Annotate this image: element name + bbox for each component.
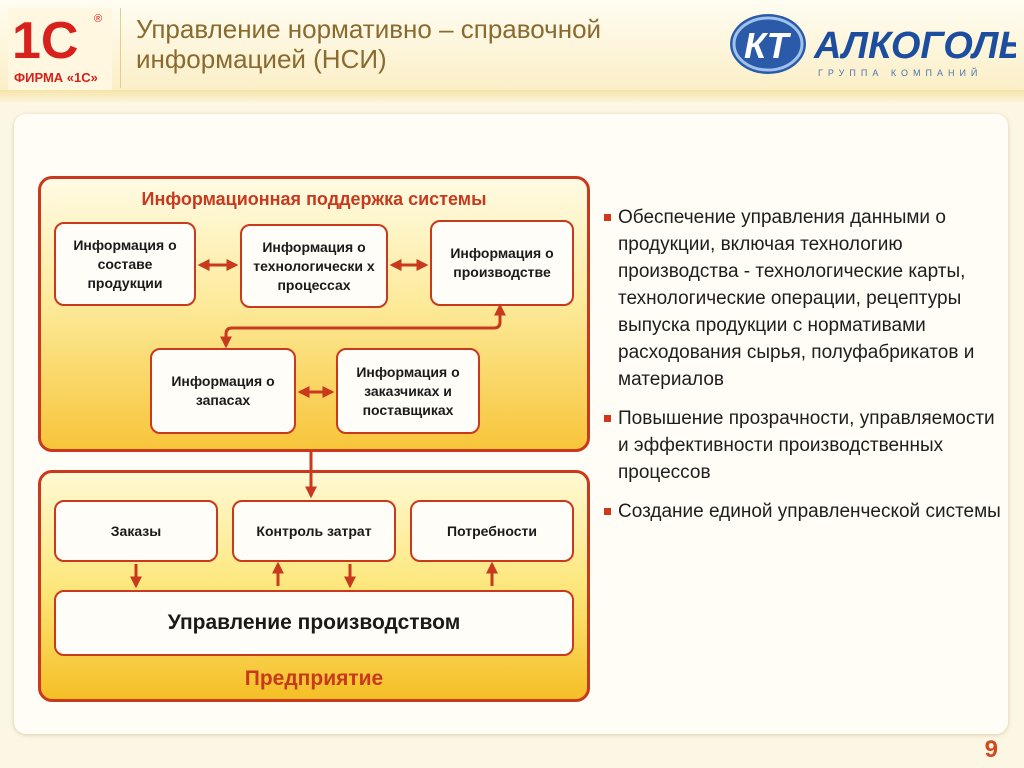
bullet-list: Обеспечение управления данными о продукц… xyxy=(602,204,1002,537)
box-product-composition: Информация о составе продукции xyxy=(54,222,196,306)
svg-text:®: ® xyxy=(94,13,102,25)
bullet-item: Повышение прозрачности, управляемости и … xyxy=(602,405,1002,486)
box-tech-processes: Информация о технологически х процессах xyxy=(240,224,388,308)
enterprise-label: Предприятие xyxy=(244,667,384,690)
svg-text:КТ: КТ xyxy=(744,25,792,66)
firma-1c-logo: 1С ® ФИРМА «1С» xyxy=(8,8,112,92)
bullet-item: Обеспечение управления данными о продукц… xyxy=(602,204,1002,393)
bullet-item: Создание единой управленческой системы xyxy=(602,498,1002,525)
header-bar: 1С ® ФИРМА «1С» Управление нормативно – … xyxy=(0,0,1024,97)
svg-text:АЛКОГОЛЬ: АЛКОГОЛЬ xyxy=(813,25,1016,67)
info-support-title: Информационная поддержка системы xyxy=(141,189,487,209)
page-title: Управление нормативно – справочной инфор… xyxy=(136,14,602,74)
header-shadow-band xyxy=(0,90,1024,104)
box-needs: Потребности xyxy=(410,500,574,562)
box-cost-control: Контроль затрат xyxy=(232,500,396,562)
page-number: 9 xyxy=(984,736,998,763)
kt-alkogol-logo: КТ АЛКОГОЛЬ ГРУППА КОМПАНИЙ xyxy=(730,14,1016,78)
svg-text:ФИРМА «1С»: ФИРМА «1С» xyxy=(14,70,98,85)
header-divider xyxy=(120,8,121,88)
box-stock-info: Информация о запасах xyxy=(150,348,296,434)
arrow-production-stock xyxy=(220,303,506,349)
svg-text:ГРУППА КОМПАНИЙ: ГРУППА КОМПАНИЙ xyxy=(818,67,982,78)
box-customers-info: Информация о заказчиках и поставщиках xyxy=(336,348,480,434)
box-production-management: Управление производством xyxy=(54,590,574,656)
svg-text:1С: 1С xyxy=(12,12,78,70)
box-orders: Заказы xyxy=(54,500,218,562)
